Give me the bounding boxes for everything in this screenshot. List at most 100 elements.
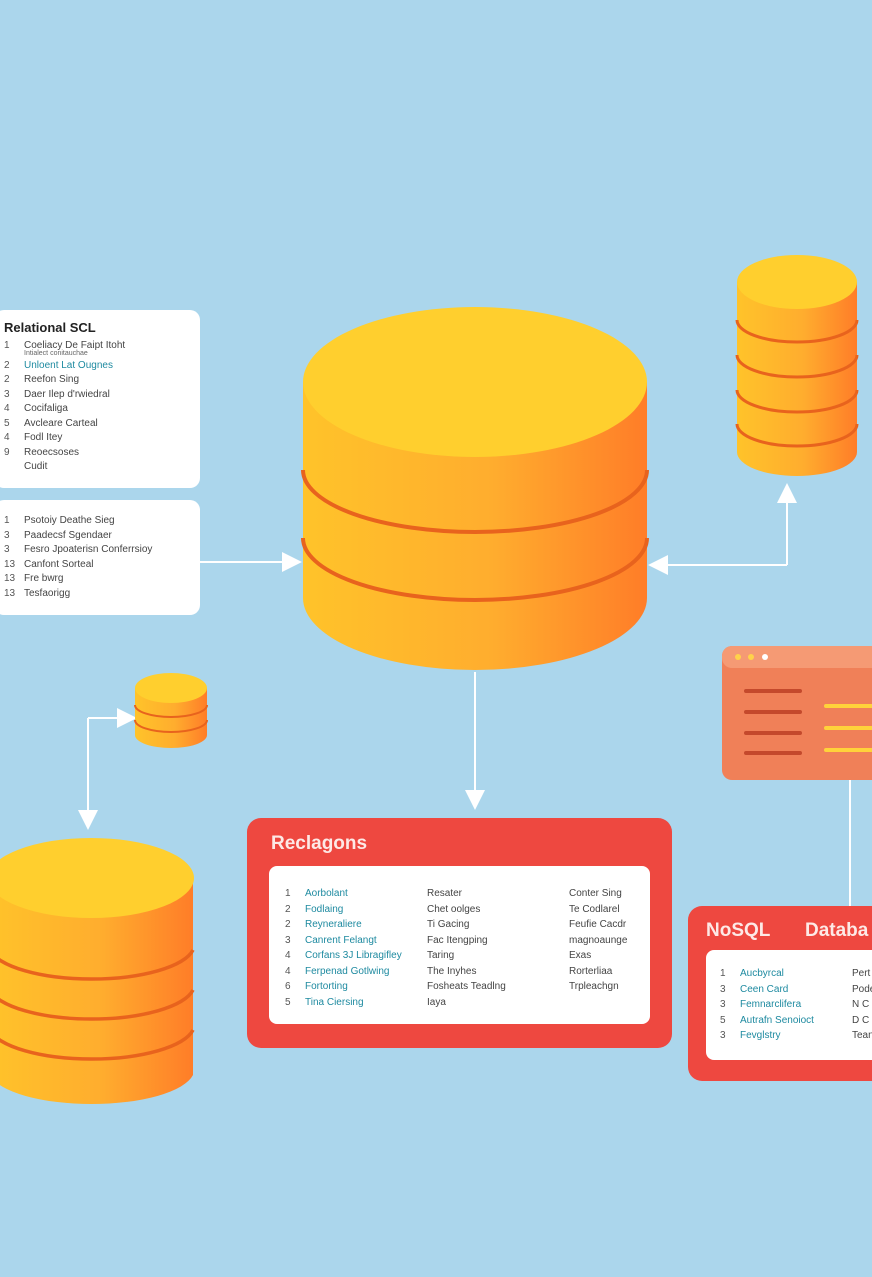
list-item: Trpleachgn (569, 981, 619, 992)
list-item: 2 Fodlaing (285, 902, 402, 918)
item-number: 1 (720, 968, 726, 979)
list-item: Conter Sing (569, 888, 622, 899)
item-number: 3 (285, 934, 291, 946)
item-number: 13 (4, 587, 16, 599)
item-text: Ceen Card (740, 983, 789, 995)
item-text: Canfont Sorteal (24, 558, 94, 570)
panel-title: Relational SCL (4, 320, 96, 335)
list-item: Cudit (4, 460, 194, 475)
item-text: Femnarclifera (740, 999, 802, 1010)
app-window-icon (722, 646, 872, 780)
list-item: 2 Reyneraliere (285, 917, 402, 933)
item-number: 1 (285, 888, 291, 899)
list-item: 4 Fodl Itey (4, 431, 194, 446)
item-number: 13 (4, 558, 16, 570)
item-number: 13 (4, 573, 16, 584)
item-text: Fodl Itey (24, 432, 63, 443)
item-number: 6 (285, 981, 291, 992)
item-number (4, 460, 14, 475)
list-item: Rorterliaa (569, 965, 613, 977)
list-item: D C (852, 1014, 870, 1026)
item-number: 5 (285, 996, 291, 1008)
card-title: Reclagons (271, 833, 368, 854)
item-number: 9 (4, 446, 10, 458)
item-number: 2 (285, 903, 291, 915)
list-item: 4 Corfans 3J Libragifley (285, 948, 402, 964)
list-item: Te Codlarel (569, 903, 620, 915)
item-number: 2 (285, 919, 291, 930)
list-item: Exas (569, 950, 592, 961)
list-item: Fac Itengping (427, 934, 488, 946)
list-item: 5 Tina Ciersing (285, 995, 402, 1011)
list-item: Taring (427, 950, 455, 961)
list-item: 13 Tesfaorigg (4, 587, 194, 602)
list-item: Pert (852, 968, 871, 979)
item-number: 3 (4, 529, 10, 541)
list-item: 3 Daer Ilep d'rwiedral (4, 388, 194, 403)
list-item: 3 Femnarclifera (720, 997, 814, 1013)
item-number: 5 (4, 417, 10, 429)
list-item: 5 Avcleare Carteal (4, 417, 194, 432)
list-item: Feufie Cacdr (569, 919, 627, 930)
right-database-cylinder-icon (735, 255, 859, 476)
item-number: 3 (720, 999, 726, 1010)
item-text: Reyneraliere (305, 919, 362, 930)
list-item: Fosheats Teadlng (427, 981, 506, 992)
item-number: 3 (4, 388, 10, 400)
list-item: 13 Canfont Sorteal (4, 558, 194, 573)
item-text: Autrafn Senoioct (740, 1014, 814, 1026)
item-subtext: Intialect conitauchae (24, 349, 88, 357)
list-item: Ti Gacing (427, 919, 470, 930)
item-text: Corfans 3J Libragifley (305, 950, 402, 961)
card-title: NoSQL (706, 920, 771, 941)
item-text: Coeliacy De Faipt Itoht (24, 340, 126, 351)
list-item: 13 Fre bwrg (4, 572, 194, 587)
item-text: Daer Ilep d'rwiedral (24, 388, 110, 400)
list-item: The Inyhes (427, 965, 477, 977)
item-text: Fre bwrg (24, 573, 64, 584)
connectors (78, 483, 851, 906)
item-text: Avcleare Carteal (24, 417, 98, 429)
item-number: 2 (4, 374, 10, 385)
item-text: Cocifaliga (24, 403, 68, 414)
item-text: Reefon Sing (24, 374, 80, 385)
list-item: Pode (852, 983, 872, 995)
item-text: Cudit (24, 461, 48, 472)
item-number: 4 (4, 432, 10, 443)
list-item: Chet oolges (427, 903, 481, 915)
bottom-left-database-cylinder-icon (0, 838, 195, 1105)
item-text: Ferpenad Gotlwing (305, 965, 390, 977)
item-text: Tina Ciersing (305, 996, 364, 1008)
list-item: N C (852, 999, 870, 1010)
list-item: 2 Reefon Sing (4, 373, 194, 388)
item-number: 3 (4, 544, 10, 555)
list-item: Iaya (427, 996, 446, 1008)
item-text: Fevglstry (740, 1030, 781, 1041)
item-text: Fodlaing (305, 903, 344, 915)
item-number: 4 (285, 950, 291, 961)
small-database-cylinder-icon (134, 673, 208, 748)
item-number: 1 (4, 515, 10, 526)
list-item: magnoaunge (569, 934, 628, 946)
item-text: Tesfaorigg (24, 587, 71, 599)
